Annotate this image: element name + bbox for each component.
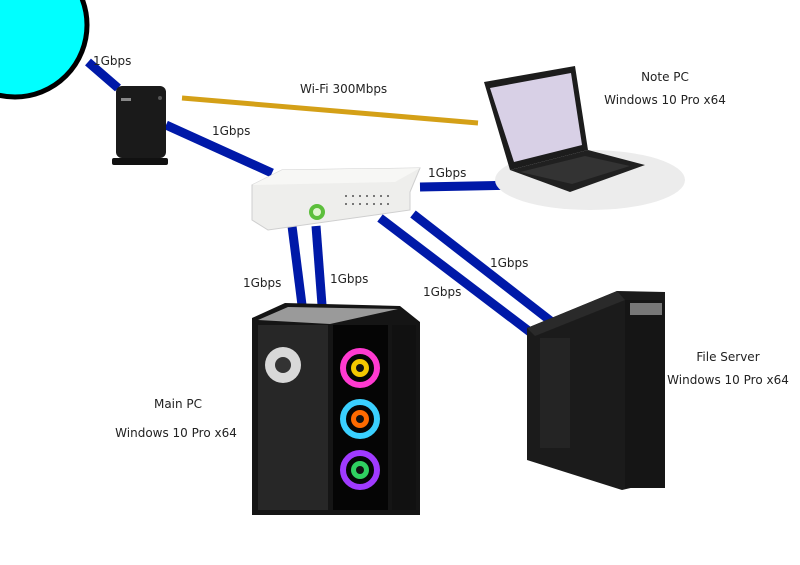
link-label-switch-mainpc-2: 1Gbps: [330, 272, 369, 286]
router-device: [112, 86, 168, 165]
link-switch-mainpc-1: [287, 225, 307, 306]
link-label-router-switch: 1Gbps: [212, 124, 251, 138]
switch-device: [251, 167, 421, 231]
file-server-name: File Server: [696, 350, 760, 364]
main-pc-device: [252, 303, 420, 515]
link-label-switch-server-2: 1Gbps: [423, 285, 462, 299]
link-switch-server-2: [410, 210, 555, 326]
file-server-os: Windows 10 Pro x64: [667, 373, 789, 387]
link-internet-router: [85, 58, 121, 92]
link-switch-server-1: [377, 214, 533, 336]
main-pc-name: Main PC: [153, 397, 203, 411]
note-pc-name: Note PC: [641, 70, 689, 84]
link-label-switch-server-1: 1Gbps: [490, 256, 529, 270]
link-router-switch: [164, 120, 274, 178]
link-switch-mainpc-2: [311, 225, 327, 306]
internet-node: [0, 0, 90, 100]
note-pc-device: [484, 66, 685, 210]
note-pc-os: Windows 10 Pro x64: [604, 93, 726, 107]
link-label-switch-mainpc-1: 1Gbps: [243, 276, 282, 290]
link-label-wifi: Wi-Fi 300Mbps: [300, 82, 388, 96]
link-label-switch-notepc: 1Gbps: [428, 166, 467, 180]
file-server-device: [527, 291, 665, 490]
main-pc-os: Windows 10 Pro x64: [115, 426, 237, 440]
link-router-notepc-wifi: [181, 95, 479, 126]
link-label-internet-router: 1Gbps: [93, 54, 132, 68]
